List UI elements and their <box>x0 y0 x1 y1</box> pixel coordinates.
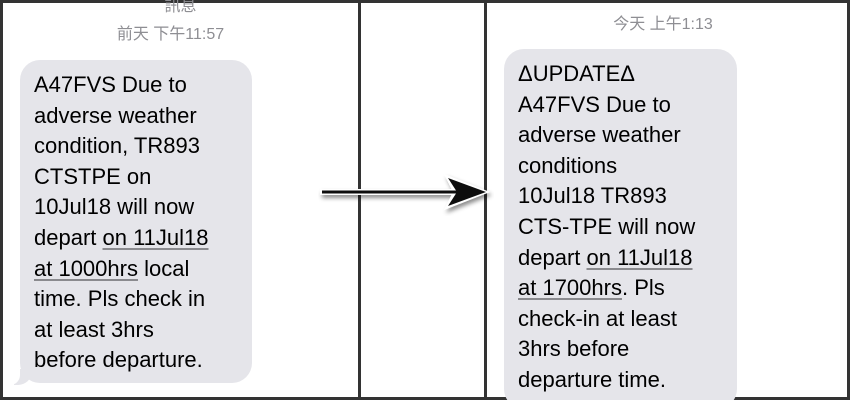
message-line: ΔUPDATEΔ <box>518 61 635 86</box>
sender-name: 訊息 <box>164 0 197 15</box>
message-line: 3hrs before <box>518 336 630 362</box>
message-line: adverse weather <box>518 122 681 148</box>
message-line: 10Jul18 TR893 <box>518 183 667 209</box>
message-text: local <box>137 255 190 281</box>
sms-bubble-update[interactable]: ΔUPDATEΔ A47FVS Due to adverse weather c… <box>504 49 737 400</box>
sms-bubble-original[interactable]: A47FVS Due to adverse weather condition,… <box>4 60 252 385</box>
message-line: at 1700hrs. Pls <box>518 273 723 304</box>
message-line: 10Jul18 will now <box>34 194 195 220</box>
message-timestamp: 前天 下午11:57 <box>116 26 225 43</box>
message-line: time. Pls check in <box>34 286 206 312</box>
right-arrow-icon <box>320 174 490 210</box>
message-line: condition, TR893 <box>34 133 200 159</box>
message-timestamp: 今天 上午1:13 <box>613 16 713 33</box>
message-text: . Pls <box>621 275 665 301</box>
bubble-tail <box>4 367 32 385</box>
message-line: adverse weather <box>34 102 197 128</box>
message-line: at 1000hrs local <box>34 254 238 285</box>
date-link[interactable]: on 11Jul18 <box>102 224 209 250</box>
time-link[interactable]: at 1700hrs <box>518 275 622 301</box>
message-line: at least 3hrs <box>34 316 154 342</box>
message-text: depart <box>34 224 103 250</box>
message-line: A47FVS Due to <box>34 72 187 97</box>
left-message-panel: 訊息 前天 下午11:57 A47FVS Due to adverse weat… <box>3 0 358 400</box>
message-line: A47FVS Due to <box>518 91 671 117</box>
message-line: before departure. <box>34 347 203 373</box>
message-text: depart <box>518 244 587 270</box>
right-message-panel: 今天 上午1:13 ΔUPDATEΔ A47FVS Due to adverse… <box>487 0 847 400</box>
message-line: check-in at least <box>518 305 677 331</box>
message-line: departure time. <box>518 366 666 392</box>
message-line: depart on 11Jul18 <box>34 223 238 254</box>
message-line: CTS-TPE will now <box>518 213 696 239</box>
panel-divider-left <box>358 0 361 400</box>
message-line: CTSTPE on <box>34 163 152 189</box>
time-link[interactable]: at 1000hrs <box>34 255 138 281</box>
message-line: depart on 11Jul18 <box>518 243 723 274</box>
panel-divider-right <box>484 0 487 400</box>
date-link[interactable]: on 11Jul18 <box>586 244 693 270</box>
message-line: conditions <box>518 152 618 178</box>
